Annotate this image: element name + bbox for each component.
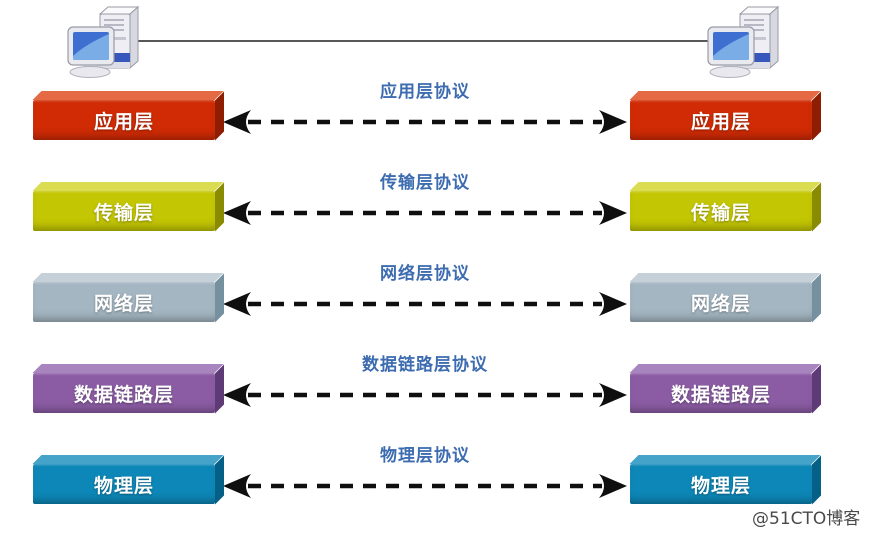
layer-label: 应用层 (93, 110, 154, 133)
layer-row-application: 应用层协议 应用层 应用层 (0, 76, 870, 146)
desktop-pc-icon (707, 5, 780, 78)
layer-row-transport: 传输层协议 传输层 传输层 (0, 167, 870, 237)
layer-box-left: 物理层 (33, 464, 215, 504)
layer-label: 数据链路层 (670, 383, 771, 406)
layer-row-datalink: 数据链路层协议 数据链路层 数据链路层 (0, 349, 870, 419)
desktop-pc-icon (67, 5, 140, 78)
computer-icon (706, 4, 788, 78)
network-link-line (120, 40, 720, 42)
bidirectional-dashed-arrow (223, 383, 627, 407)
bidirectional-dashed-arrow (223, 201, 627, 225)
protocol-label: 数据链路层协议 (362, 355, 488, 375)
layer-box-left: 应用层 (33, 100, 215, 140)
layer-label: 网络层 (93, 292, 154, 315)
watermark: @51CTO博客 (752, 509, 861, 529)
layer-label: 物理层 (93, 474, 154, 497)
layer-row-physical: 物理层协议 物理层 物理层 (0, 440, 870, 510)
bidirectional-dashed-arrow (223, 292, 627, 316)
layer-label: 应用层 (690, 110, 751, 133)
layer-box-right: 物理层 (630, 464, 812, 504)
layer-label: 网络层 (690, 292, 751, 315)
layer-row-network: 网络层协议 网络层 网络层 (0, 258, 870, 328)
bidirectional-dashed-arrow (223, 110, 627, 134)
layer-box-right: 应用层 (630, 100, 812, 140)
layer-box-left: 传输层 (33, 191, 215, 231)
layer-label: 数据链路层 (73, 383, 174, 406)
layer-box-right: 传输层 (630, 191, 812, 231)
computer-icon (66, 4, 148, 78)
layer-box-right: 数据链路层 (630, 373, 812, 413)
layer-label: 传输层 (93, 201, 154, 224)
layer-box-right: 网络层 (630, 282, 812, 322)
layer-label: 物理层 (690, 474, 751, 497)
protocol-label: 网络层协议 (380, 264, 470, 284)
layer-label: 传输层 (690, 201, 751, 224)
protocol-label: 传输层协议 (380, 173, 470, 193)
layer-box-left: 网络层 (33, 282, 215, 322)
protocol-label: 应用层协议 (380, 82, 470, 102)
protocol-label: 物理层协议 (380, 446, 470, 466)
layer-box-left: 数据链路层 (33, 373, 215, 413)
bidirectional-dashed-arrow (223, 474, 627, 498)
